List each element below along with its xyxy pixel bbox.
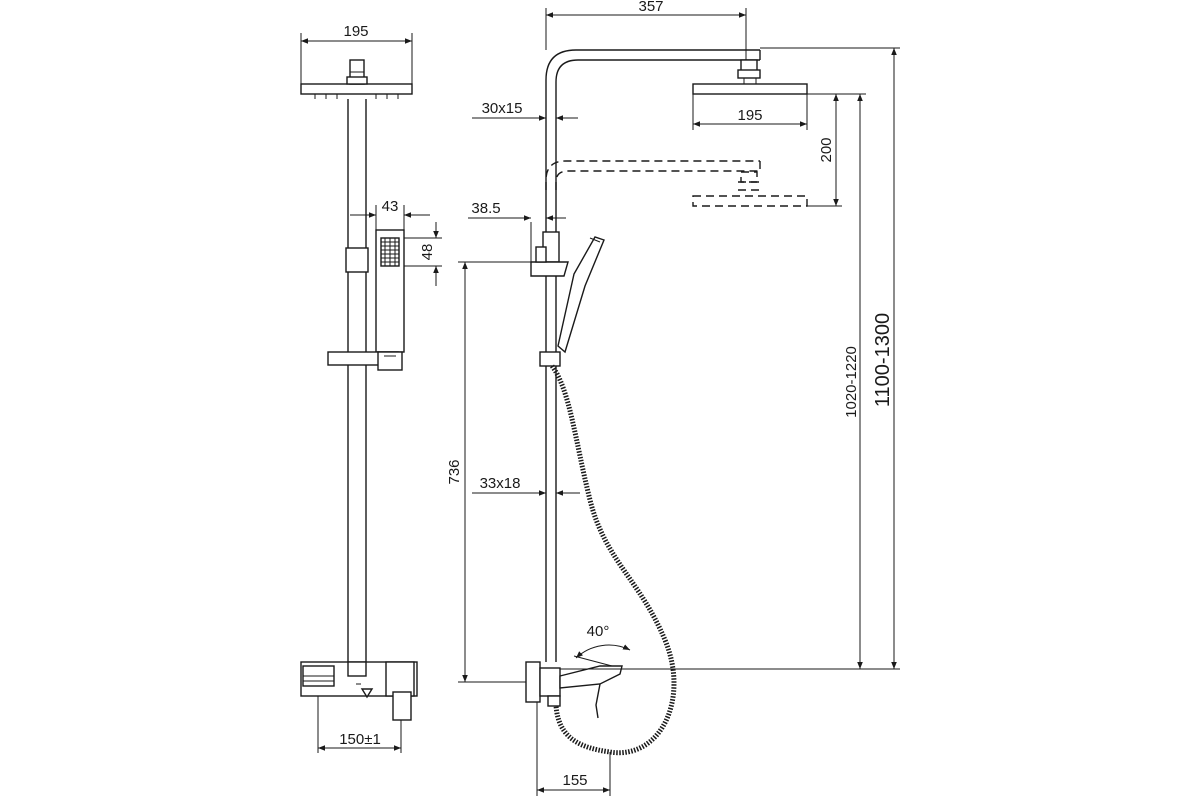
front-view — [300, 59, 418, 721]
lowered-arm-outer — [545, 160, 760, 190]
hand-shower-height-label: 48 — [419, 244, 436, 261]
side-mixer-lever — [559, 665, 623, 689]
front-head-width-label: 195 — [343, 23, 368, 40]
lowered-head — [692, 195, 808, 207]
holder-height-label: 736 — [446, 459, 463, 484]
front-dimensions: 195 43 48 150±1 — [300, 23, 442, 753]
head-adjust-label: 200 — [818, 137, 835, 162]
side-wall-flange — [525, 661, 541, 703]
front-overhead-head — [300, 83, 413, 95]
side-mixer-spout — [595, 683, 601, 719]
side-overhead-head — [692, 83, 808, 95]
lowered-arm-inner — [555, 170, 760, 190]
holder-offset-label: 38.5 — [471, 200, 500, 217]
arm-reach-label: 357 — [638, 0, 663, 15]
head-height-range-label: 1020-1220 — [843, 346, 860, 418]
front-mixer-lever — [392, 691, 412, 721]
side-head-width-label: 195 — [737, 107, 762, 124]
side-holder-bracket — [530, 261, 569, 277]
side-slide-clamp — [539, 351, 561, 367]
handle-angle-label: 40° — [587, 623, 610, 640]
front-height-adjuster — [345, 247, 369, 273]
front-mixer-handle-housing — [385, 661, 415, 697]
side-hand-shower — [557, 236, 605, 354]
front-outlet — [360, 688, 374, 699]
total-height-range-label: 1100-1300 — [872, 313, 894, 407]
side-mixer-body — [539, 667, 561, 697]
wall-offset-label: 155 — [562, 772, 587, 789]
shower-hose — [549, 364, 677, 756]
head-nozzles — [314, 94, 399, 99]
side-upper-pipe-outer — [545, 49, 760, 232]
side-view — [525, 49, 808, 756]
lower-pipe-size-label: 33x18 — [480, 475, 521, 492]
hand-shower-width-label: 43 — [382, 198, 399, 215]
connection-spacing-label: 150±1 — [339, 731, 381, 748]
upper-pipe-size-label: 30x15 — [482, 100, 523, 117]
side-upper-pipe-inner — [555, 59, 760, 232]
side-dimensions: 357 195 30x15 38.5 200 736 33x18 40° — [446, 0, 900, 796]
